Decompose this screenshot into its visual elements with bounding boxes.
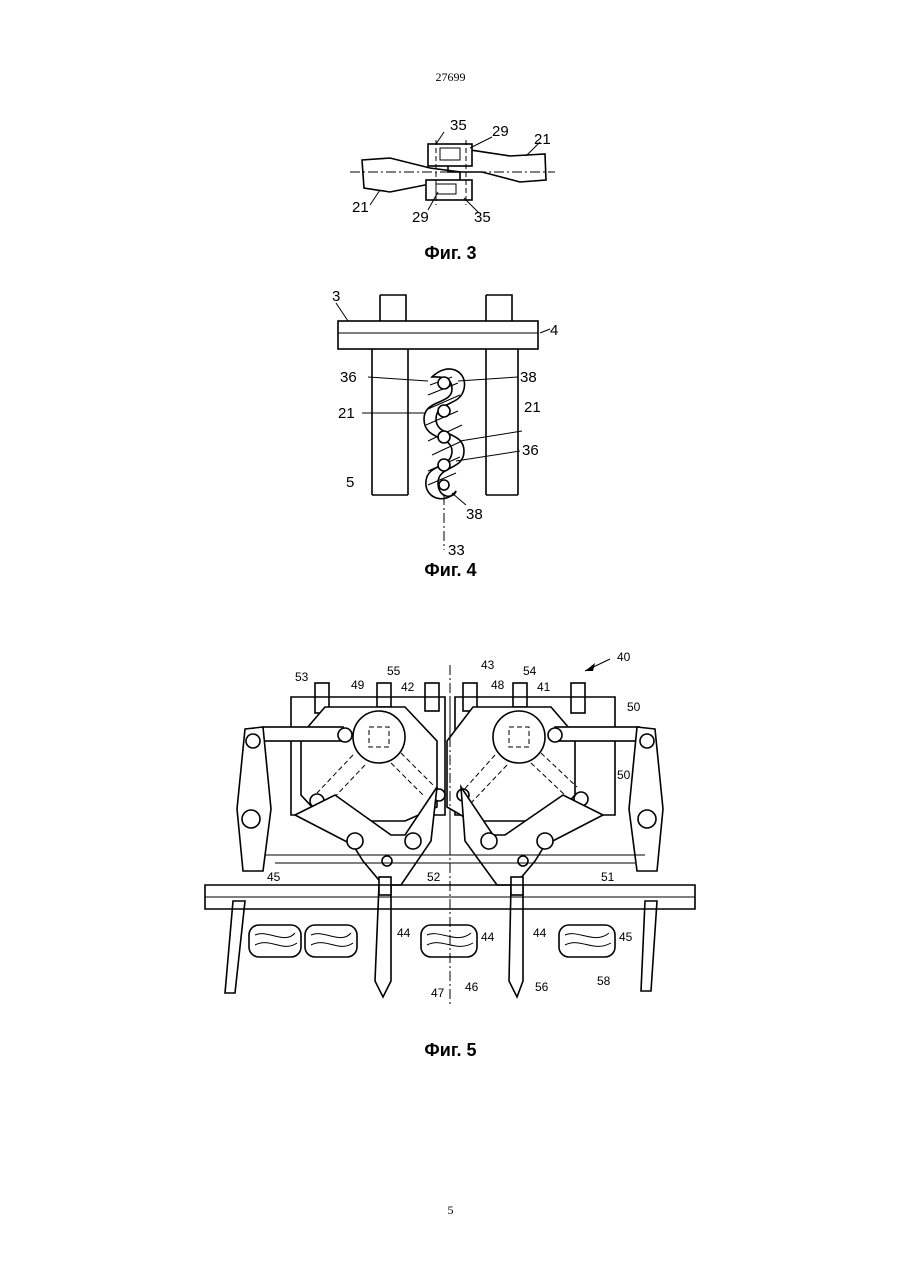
patent-number: 27699	[0, 70, 901, 85]
figure-5-drawing: 40 43 54 55 53 49 42 48 41 50 50 45 52 5…	[205, 645, 695, 1025]
figure-3-caption: Фиг. 3	[0, 243, 901, 264]
fig5-label-53: 53	[295, 670, 309, 684]
fig4-label-21-left: 21	[338, 405, 355, 422]
fig5-label-42: 42	[401, 680, 415, 694]
figure-5-caption: Фиг. 5	[0, 1040, 901, 1061]
fig5-label-45-right: 45	[619, 930, 633, 944]
fig3-label-35-bottom: 35	[474, 209, 491, 226]
page-number: 5	[0, 1203, 901, 1218]
fig4-label-4: 4	[550, 322, 558, 339]
figure-4-caption: Фиг. 4	[0, 560, 901, 581]
fig5-label-44-b: 44	[481, 930, 495, 944]
figure-3-drawing: 35 29 21 21 29 35	[350, 110, 560, 230]
fig5-label-56: 56	[535, 980, 549, 994]
fig5-label-47: 47	[431, 986, 445, 1000]
fig5-label-40: 40	[617, 650, 631, 664]
fig5-label-54: 54	[523, 664, 537, 678]
fig5-label-50-top: 50	[627, 700, 641, 714]
fig5-label-50-mid: 50	[617, 768, 631, 782]
fig4-label-21-right: 21	[524, 399, 541, 416]
fig5-label-46: 46	[465, 980, 479, 994]
fig5-label-44-a: 44	[397, 926, 411, 940]
fig4-label-36-top: 36	[340, 369, 357, 386]
fig4-label-38-bottom: 38	[466, 506, 483, 523]
fig5-label-43: 43	[481, 658, 495, 672]
fig5-label-44-c: 44	[533, 926, 547, 940]
fig3-label-29-bottom: 29	[412, 209, 429, 226]
fig3-label-35-top: 35	[450, 117, 467, 134]
fig4-label-5: 5	[346, 474, 354, 491]
fig4-label-38-top: 38	[520, 369, 537, 386]
fig3-label-21-left: 21	[352, 199, 369, 216]
figure-4-drawing: 3 4 36 38 21 21 36 5 38 33	[328, 285, 568, 555]
fig5-label-58: 58	[597, 974, 611, 988]
fig5-label-52: 52	[427, 870, 441, 884]
fig5-label-41: 41	[537, 680, 551, 694]
fig5-label-48: 48	[491, 678, 505, 692]
fig4-label-33: 33	[448, 542, 465, 559]
fig5-label-55: 55	[387, 664, 401, 678]
fig3-label-29-top: 29	[492, 123, 509, 140]
fig4-label-3: 3	[332, 288, 340, 305]
fig5-label-51: 51	[601, 870, 615, 884]
fig3-label-21-right: 21	[534, 131, 551, 148]
fig5-label-49: 49	[351, 678, 365, 692]
fig4-label-36-bottom: 36	[522, 442, 539, 459]
fig5-label-45-left: 45	[267, 870, 281, 884]
